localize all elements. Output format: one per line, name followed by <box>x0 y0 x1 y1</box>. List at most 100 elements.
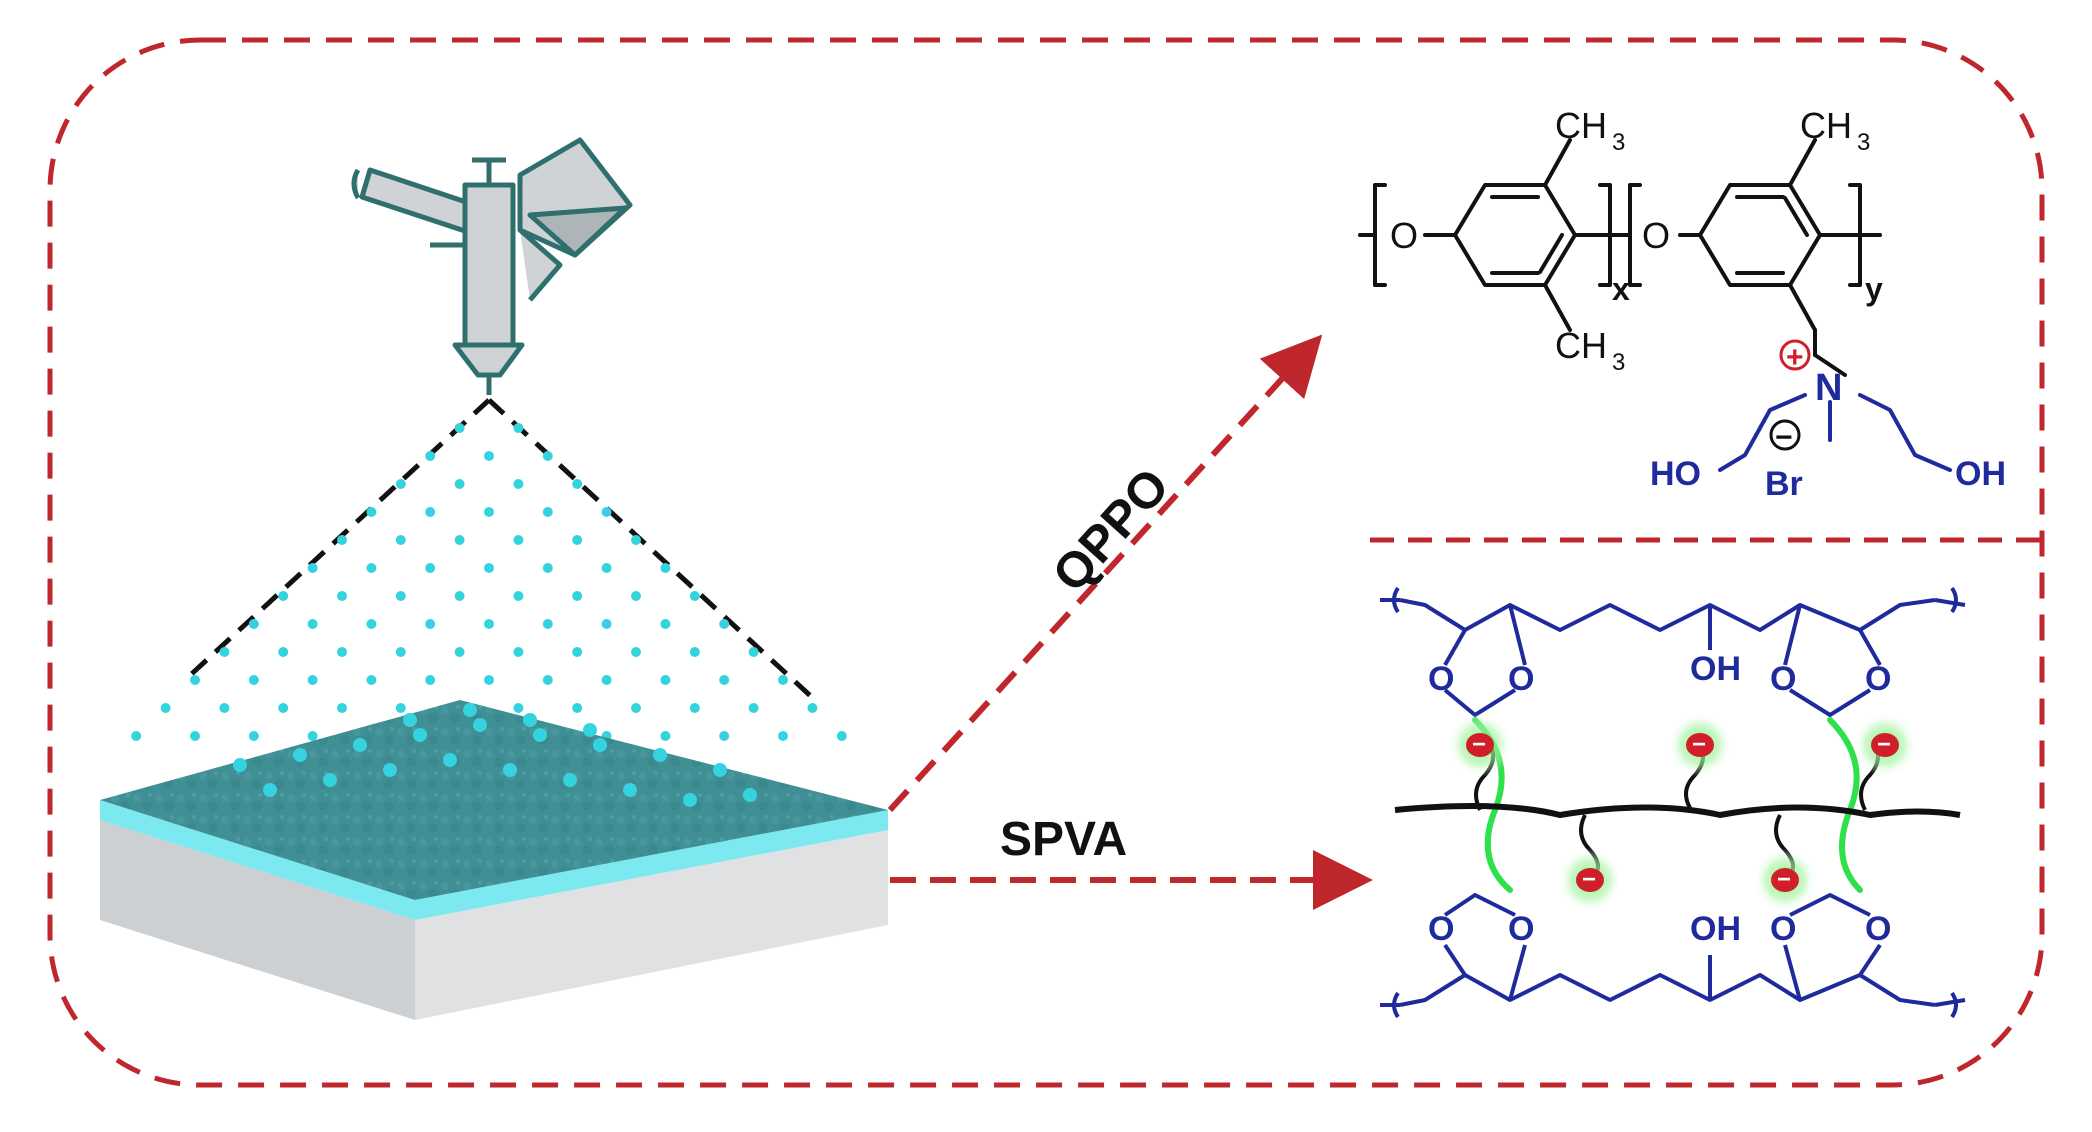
qppo-structure: O O CH 3 CH 3 CH 3 x y + N − Br HO OH <box>1358 105 2006 503</box>
surface-droplet <box>593 738 607 752</box>
droplet <box>395 535 406 545</box>
droplet <box>601 619 612 629</box>
surface-droplet <box>323 773 337 787</box>
svg-text:−: − <box>1692 731 1706 758</box>
surface-droplet <box>743 788 757 802</box>
droplet <box>395 479 406 489</box>
substrate-front-face <box>100 820 415 1020</box>
droplet <box>484 451 494 461</box>
surface-droplets <box>233 703 757 807</box>
droplet <box>454 423 465 433</box>
sulfonate-anion-icon: − <box>1558 848 1622 912</box>
droplet <box>219 703 230 713</box>
coated-substrate <box>100 700 888 1020</box>
qppo-methyl-top-left: CH <box>1555 105 1607 146</box>
droplet <box>395 647 406 657</box>
droplet <box>454 591 465 601</box>
surface-droplet <box>443 753 457 767</box>
spva-structure: O O OH O O O O OH O O −−−−− <box>1380 586 1966 1019</box>
surface-droplet <box>583 723 597 737</box>
droplet <box>572 535 583 545</box>
surface-droplet <box>263 783 277 797</box>
sulfonated-backbone <box>1394 803 1961 819</box>
droplet <box>248 619 259 629</box>
droplet <box>631 591 641 601</box>
droplet <box>660 619 671 629</box>
svg-text:−: − <box>1472 731 1486 758</box>
droplet <box>689 703 700 713</box>
droplet <box>337 591 347 601</box>
qppo-subscript-y: y <box>1865 271 1883 307</box>
bromide-label: Br <box>1765 465 1803 503</box>
surface-droplet <box>533 728 547 742</box>
droplet <box>454 479 465 489</box>
droplet <box>131 731 142 741</box>
surface-droplet <box>713 763 727 777</box>
surface-droplet <box>623 783 637 797</box>
droplet <box>778 731 788 741</box>
droplet <box>190 731 200 741</box>
droplet <box>425 451 436 461</box>
droplet <box>307 731 318 741</box>
droplet <box>836 731 847 741</box>
droplet <box>484 675 494 685</box>
spva-o-3: O <box>1770 660 1796 698</box>
droplet <box>748 703 759 713</box>
droplet <box>278 591 289 601</box>
qppo-oxygen-1: O <box>1390 215 1418 256</box>
droplet <box>572 703 583 713</box>
spray-droplets <box>131 423 847 741</box>
droplet <box>219 647 230 657</box>
outer-dashed-border <box>47 37 2045 1088</box>
droplet <box>719 675 730 685</box>
droplet <box>395 591 406 601</box>
sulfonate-anion-icon: − <box>1753 848 1817 912</box>
droplet <box>395 703 406 713</box>
droplet <box>601 675 612 685</box>
droplet <box>542 507 553 517</box>
droplet <box>572 479 583 489</box>
droplet <box>689 591 700 601</box>
droplet <box>484 507 494 517</box>
surface-droplet <box>523 713 537 727</box>
droplet <box>542 675 553 685</box>
hydroxyl-left: HO <box>1650 455 1701 493</box>
spva-oh-top: OH <box>1690 650 1741 688</box>
sulfonate-anion-icon: − <box>1853 713 1917 777</box>
surface-droplet <box>473 718 487 732</box>
droplet <box>513 479 524 489</box>
qppo-methyl-sub-1: 3 <box>1612 129 1625 156</box>
droplet <box>454 535 465 545</box>
droplet <box>631 535 641 545</box>
sulfonate-anion-icon: − <box>1448 713 1512 777</box>
droplet <box>572 647 583 657</box>
qppo-subscript-x: x <box>1612 271 1630 307</box>
spva-o-5: O <box>1428 910 1454 948</box>
droplet <box>778 675 788 685</box>
droplet <box>660 675 671 685</box>
qppo-methyl-top-right: CH <box>1800 105 1852 146</box>
droplet <box>748 647 759 657</box>
droplet <box>454 647 465 657</box>
svg-text:−: − <box>1582 866 1596 893</box>
spva-o-8: O <box>1865 910 1891 948</box>
surface-droplet <box>563 773 577 787</box>
spva-o-6: O <box>1508 910 1534 948</box>
svg-text:−: − <box>1777 866 1791 893</box>
svg-text:−: − <box>1877 731 1891 758</box>
droplet <box>337 535 347 545</box>
bromide-minus: − <box>1775 421 1793 454</box>
droplet <box>631 703 641 713</box>
droplet <box>601 507 612 517</box>
droplet <box>366 619 377 629</box>
droplet <box>278 703 289 713</box>
droplet <box>337 703 347 713</box>
droplet <box>807 703 818 713</box>
qppo-oxygen-2: O <box>1642 215 1670 256</box>
sulfonate-anion-icon: − <box>1668 713 1732 777</box>
droplet <box>366 507 377 517</box>
droplet <box>572 591 583 601</box>
qppo-nitrogen: N <box>1815 367 1842 409</box>
surface-droplet <box>503 763 517 777</box>
